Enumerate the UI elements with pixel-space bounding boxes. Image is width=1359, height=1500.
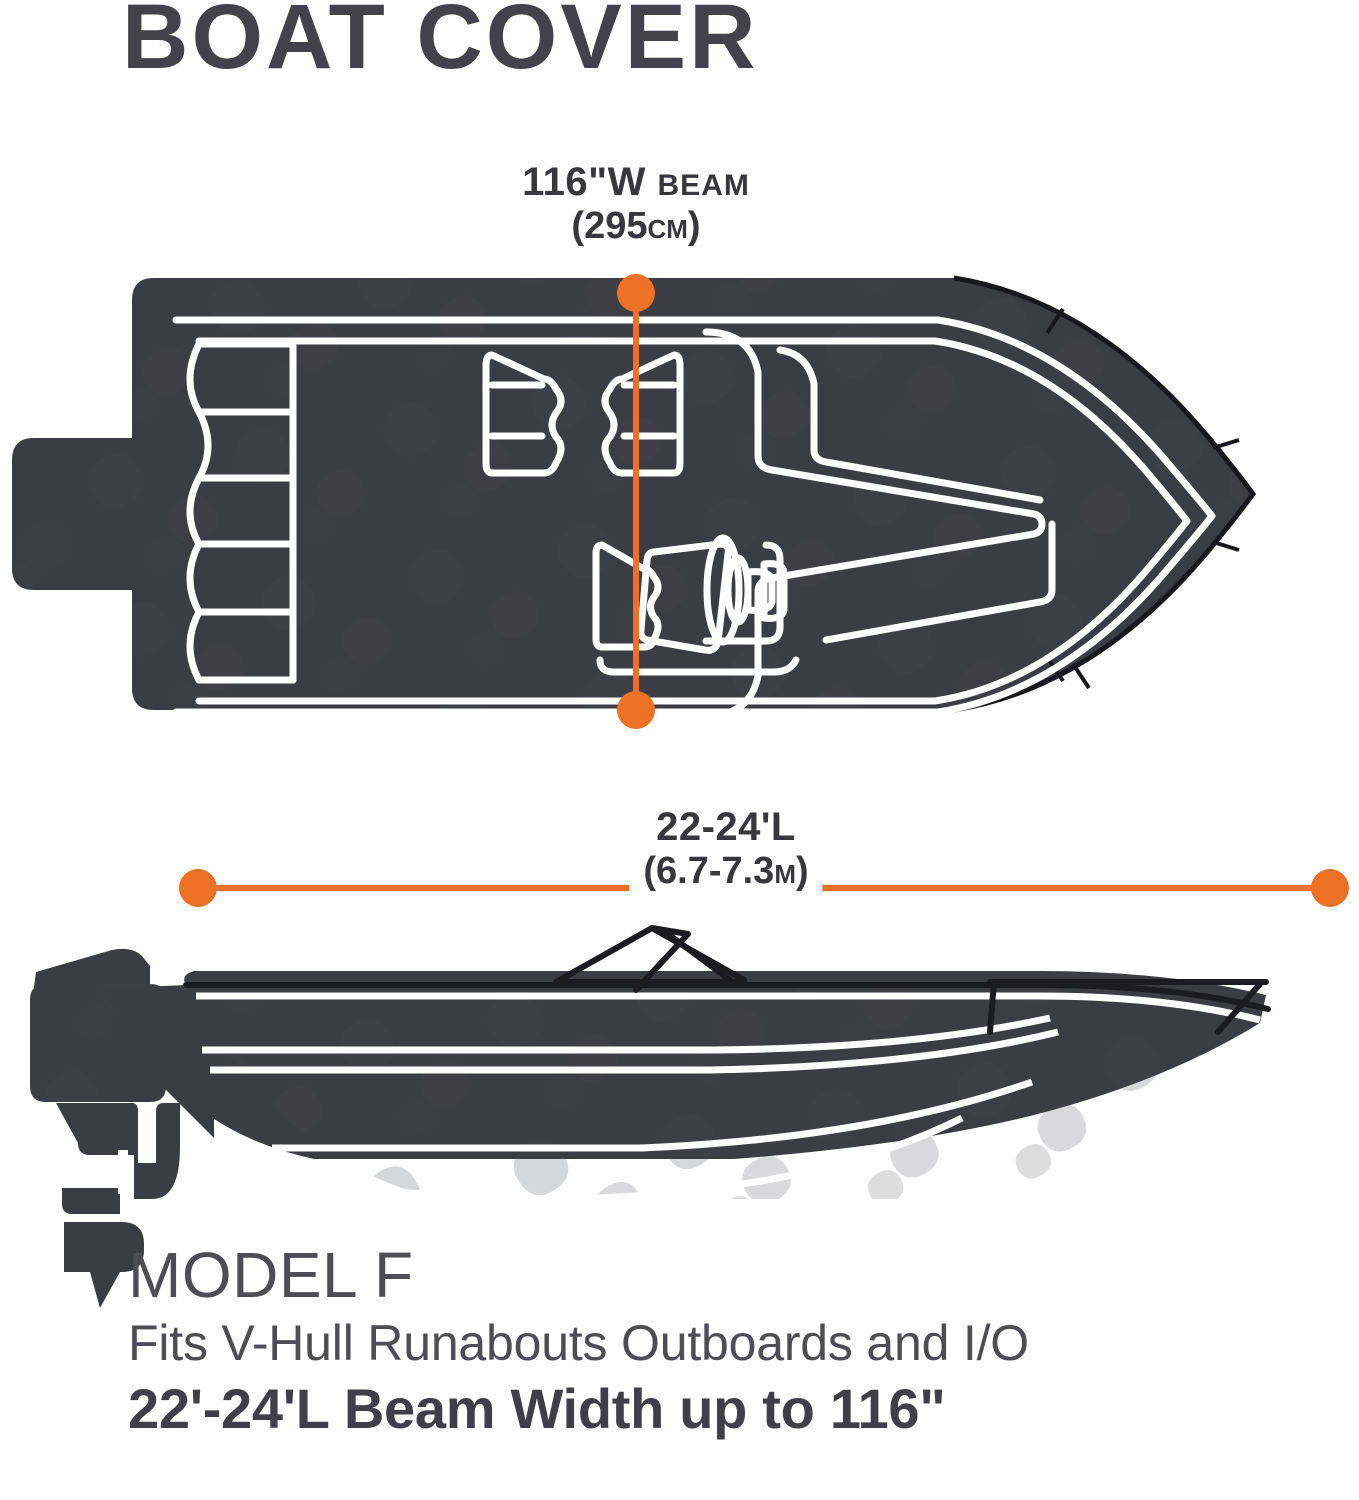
beam-dimension-label: 116"W BEAM (295CM) [522, 160, 750, 247]
length-dimension-label: 22-24'L (6.7-7.3M) [629, 805, 823, 893]
model-name: MODEL F [128, 1239, 414, 1311]
beam-metric-close: ) [687, 204, 701, 247]
top-view-stern-bench-seats [186, 340, 297, 684]
beam-dim-endpoint-top [617, 274, 655, 312]
beam-dim-endpoint-bottom [617, 691, 655, 729]
length-metric-unit: M [774, 858, 796, 889]
length-metric-value: (6.7-7.3 [643, 849, 775, 892]
top-view-bow-walkway [702, 328, 1056, 720]
beam-primary-suffix: BEAM [657, 169, 750, 202]
top-view-cover-outlines [172, 316, 1216, 716]
side-view-hull [98, 971, 1271, 1203]
length-dim-endpoint-left [179, 869, 217, 907]
page-title: BOAT COVER [122, 0, 759, 88]
model-description-block: MODEL F Fits V-Hull Runabouts Outboards … [128, 1239, 1348, 1441]
top-view-group [12, 274, 1257, 729]
top-view-outboard-motor [12, 438, 152, 590]
length-metric-close: ) [795, 849, 809, 892]
beam-primary-value: 116"W [522, 160, 646, 204]
model-size-description: 22'-24'L Beam Width up to 116" [128, 1377, 946, 1441]
beam-metric-unit: CM [647, 213, 688, 244]
top-view-twin-facing-seats [482, 351, 684, 477]
length-primary-value: 22-24'L [656, 805, 796, 849]
side-view-bow-rail [987, 979, 1269, 1035]
length-dim-endpoint-right [1311, 869, 1349, 907]
beam-dimension-line [617, 274, 655, 729]
side-view-windshield-frame [553, 925, 747, 993]
side-view-group [30, 925, 1271, 1308]
beam-metric-value: (295 [571, 204, 648, 247]
top-view-helm-console [592, 534, 800, 676]
model-fits-description: Fits V-Hull Runabouts Outboards and I/O [128, 1315, 1029, 1372]
top-view-cover-body [132, 275, 1257, 713]
